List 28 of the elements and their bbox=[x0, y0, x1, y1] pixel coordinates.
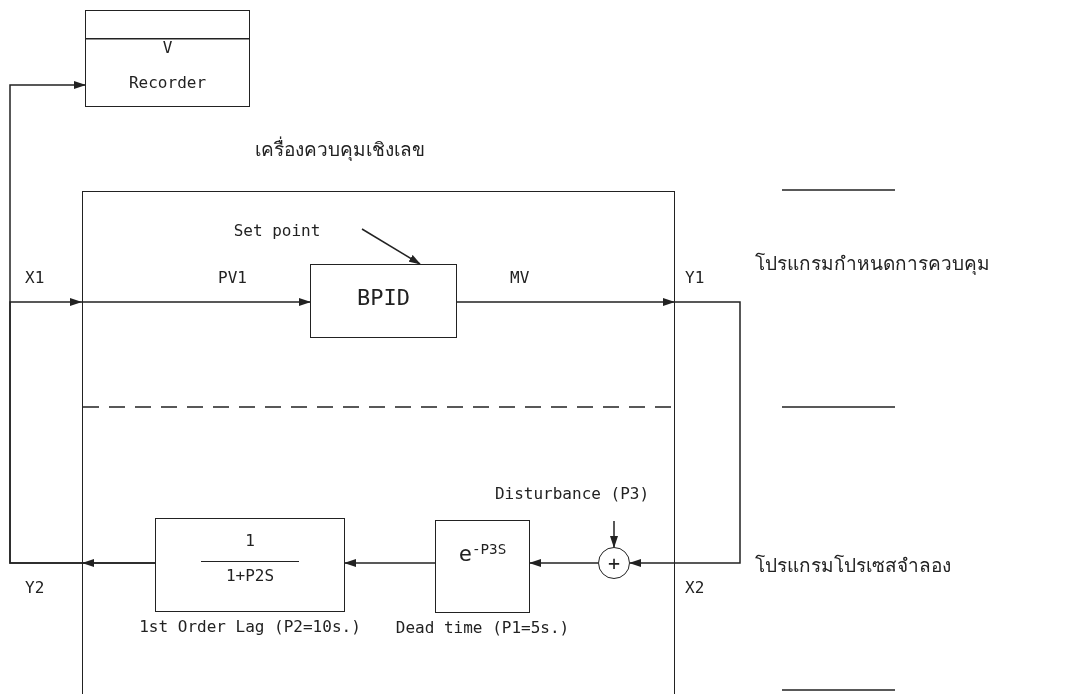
arrow bbox=[456, 298, 741, 567]
signal-label: MV bbox=[510, 268, 530, 287]
signal-label: Y2 bbox=[25, 578, 45, 597]
block-caption: 1st Order Lag (P2=10s.) bbox=[138, 616, 362, 638]
block-box: BPID bbox=[310, 264, 457, 338]
signal-label: X1 bbox=[25, 268, 45, 287]
summing-junction: + bbox=[598, 547, 630, 579]
panel-heading: เครื่องควบคุมเชิงเลข bbox=[255, 135, 425, 163]
signal-label: X2 bbox=[685, 578, 705, 597]
arrow bbox=[344, 559, 436, 567]
recorder-box bbox=[85, 10, 250, 107]
signal-label: Y1 bbox=[685, 268, 705, 287]
arrow bbox=[361, 228, 421, 265]
fraction-denominator: 1+P2S bbox=[201, 561, 299, 585]
arrow bbox=[529, 559, 599, 567]
arrow bbox=[9, 81, 156, 567]
fraction-numerator: 1 bbox=[244, 531, 256, 550]
recorder-indicator: V bbox=[161, 39, 174, 57]
disturbance-label: Disturbance (P3) bbox=[477, 465, 667, 521]
block-box: e$^{-P3S}$ bbox=[435, 520, 530, 613]
arrow bbox=[610, 520, 618, 548]
block-caption: Dead time (P1=5s.) bbox=[395, 617, 570, 639]
signal-label: PV1 bbox=[218, 268, 247, 287]
transfer-function-box bbox=[155, 518, 345, 612]
section-label: โปรแกรมกำหนดการควบคุม bbox=[755, 251, 990, 277]
recorder-label: Recorder bbox=[127, 73, 208, 92]
section-label: โปรแกรมโปรเซสจำลอง bbox=[755, 553, 951, 578]
setpoint-label: Set point bbox=[192, 218, 362, 242]
